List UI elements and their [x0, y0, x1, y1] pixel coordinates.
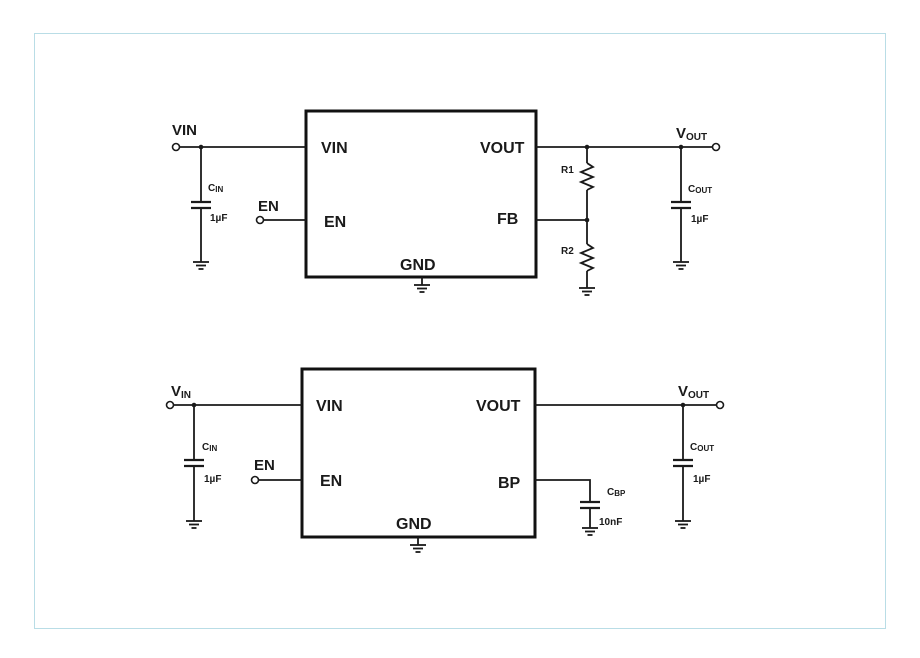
pin-gnd-top: GND: [400, 257, 436, 274]
ground-symbol-icon: [579, 287, 595, 296]
diagram-frame: [34, 33, 886, 629]
pin-vin-top: VIN: [321, 140, 348, 157]
r2-resistor-top: [578, 220, 596, 296]
cin-value-top: 1µF: [210, 213, 227, 224]
cbp-capacitor-bottom: [535, 479, 600, 536]
cout-value-top: 1µF: [691, 214, 708, 225]
vin-terminal-label-bottom: VIN: [171, 383, 191, 401]
vin-terminal-label-top: VIN: [172, 122, 197, 139]
pin-gnd-bottom: GND: [396, 516, 432, 533]
cin-capacitor-top: [191, 147, 211, 270]
vout-terminal-bottom[interactable]: [715, 400, 725, 410]
cin-label-bottom: CIN: [202, 442, 217, 453]
pin-bp-bottom: BP: [498, 475, 521, 492]
cout-capacitor-bottom: [673, 405, 693, 529]
regulator-chip-top: [304, 109, 538, 279]
cin-value-bottom: 1µF: [204, 474, 221, 485]
circuit-bottom: VIN CIN 1µF EN VIN EN VOUT BP GND: [165, 367, 725, 553]
r1-resistor-top: [578, 147, 596, 220]
ground-symbol-icon: [414, 277, 430, 293]
ground-symbol-icon: [186, 520, 202, 529]
cout-value-bottom: 1µF: [693, 474, 710, 485]
cin-label-top: CIN: [208, 183, 223, 194]
ground-symbol-icon: [410, 537, 426, 553]
vout-terminal-label-top: VOUT: [676, 125, 707, 143]
pin-fb-top: FB: [497, 211, 518, 228]
vout-terminal-top[interactable]: [711, 142, 721, 152]
cbp-value-bottom: 10nF: [599, 517, 622, 528]
en-terminal-bottom[interactable]: [250, 475, 260, 485]
en-terminal-top[interactable]: [255, 215, 265, 225]
r2-label-top: R2: [561, 246, 574, 257]
ground-symbol-icon: [582, 527, 598, 536]
pin-vin-bottom: VIN: [316, 398, 343, 415]
cin-capacitor-bottom: [184, 405, 204, 529]
ground-symbol-icon: [673, 261, 689, 270]
vout-terminal-label-bottom: VOUT: [678, 383, 709, 401]
pin-en-top: EN: [324, 214, 346, 231]
vin-terminal-bottom[interactable]: [165, 400, 175, 410]
cout-capacitor-top: [671, 147, 691, 270]
ground-symbol-icon: [675, 520, 691, 529]
circuit-top: VIN CIN 1µF EN VIN EN VOUT FB GND: [171, 109, 721, 296]
pin-vout-bottom: VOUT: [476, 398, 521, 415]
vin-terminal-top[interactable]: [171, 142, 181, 152]
regulator-chip-bottom: [300, 367, 537, 539]
cout-label-bottom: COUT: [690, 442, 714, 453]
en-terminal-label-top: EN: [258, 198, 279, 215]
r1-label-top: R1: [561, 165, 574, 176]
cbp-label-bottom: CBP: [607, 487, 626, 498]
cout-label-top: COUT: [688, 184, 712, 195]
pin-vout-top: VOUT: [480, 140, 525, 157]
pin-en-bottom: EN: [320, 473, 342, 490]
en-terminal-label-bottom: EN: [254, 457, 275, 474]
ground-symbol-icon: [193, 261, 209, 270]
